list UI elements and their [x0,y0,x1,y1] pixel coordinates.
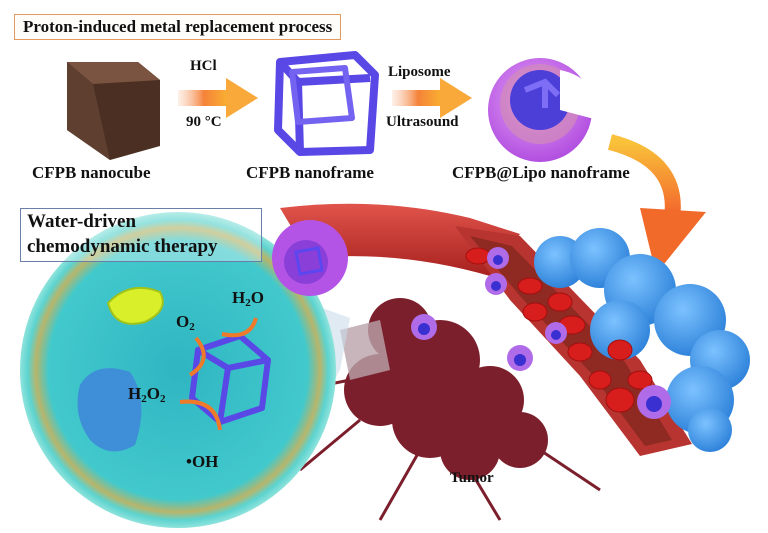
tumor-graphic [299,298,601,521]
o2-sub: 2 [189,321,195,333]
arrow1-bottom-label: 90 °C [186,114,222,130]
h2o-sub: 2 [245,297,251,309]
label-o2: O2 [176,312,195,333]
figure-title: Proton-induced metal replacement process [14,14,342,40]
arrow-hcl [178,78,258,118]
label-h2o: H2O [232,288,264,309]
o2-o: O [176,312,190,331]
nanoframe-graphic [274,51,379,156]
arrow1-top-label: HCl [190,58,217,74]
h2o2-sub2: 2 [159,393,166,405]
curved-arrow [607,134,706,274]
liposome-nanoframe-graphic [488,58,599,162]
therapy-line2: chemodynamic therapy [27,236,218,257]
small-liposome [272,220,348,296]
arrow-liposome [392,78,472,118]
tissue-graphic [534,228,750,452]
label-h2o2: H2O2 [128,384,165,405]
h2o2-o: O [146,384,160,403]
liposome-particles [411,247,671,419]
mitochondrion [106,286,164,325]
nanocube-graphic [67,62,160,160]
therapy-box: Water-driven chemodynamic therapy [20,208,262,262]
h2o2-sub1: 2 [141,393,147,405]
label-oh: •OH [186,452,219,471]
step-label-lipo-nanoframe: CFPB@Lipo nanoframe [452,163,630,182]
arrow2-top-label: Liposome [388,64,451,80]
h2o-h: H [232,288,246,307]
reaction-arrows [179,317,258,431]
therapy-line1: Water-driven [27,211,137,232]
arrow2-bottom-label: Ultrasound [386,114,459,130]
h2o-o: O [250,288,264,307]
nucleus [77,368,142,452]
step-label-nanocube: CFPB nanocube [32,163,151,182]
cell-graphic [20,212,336,528]
tumor-label: Tumor [450,470,494,486]
step-label-nanoframe: CFPB nanoframe [246,163,374,182]
h2o2-h: H [128,384,142,403]
